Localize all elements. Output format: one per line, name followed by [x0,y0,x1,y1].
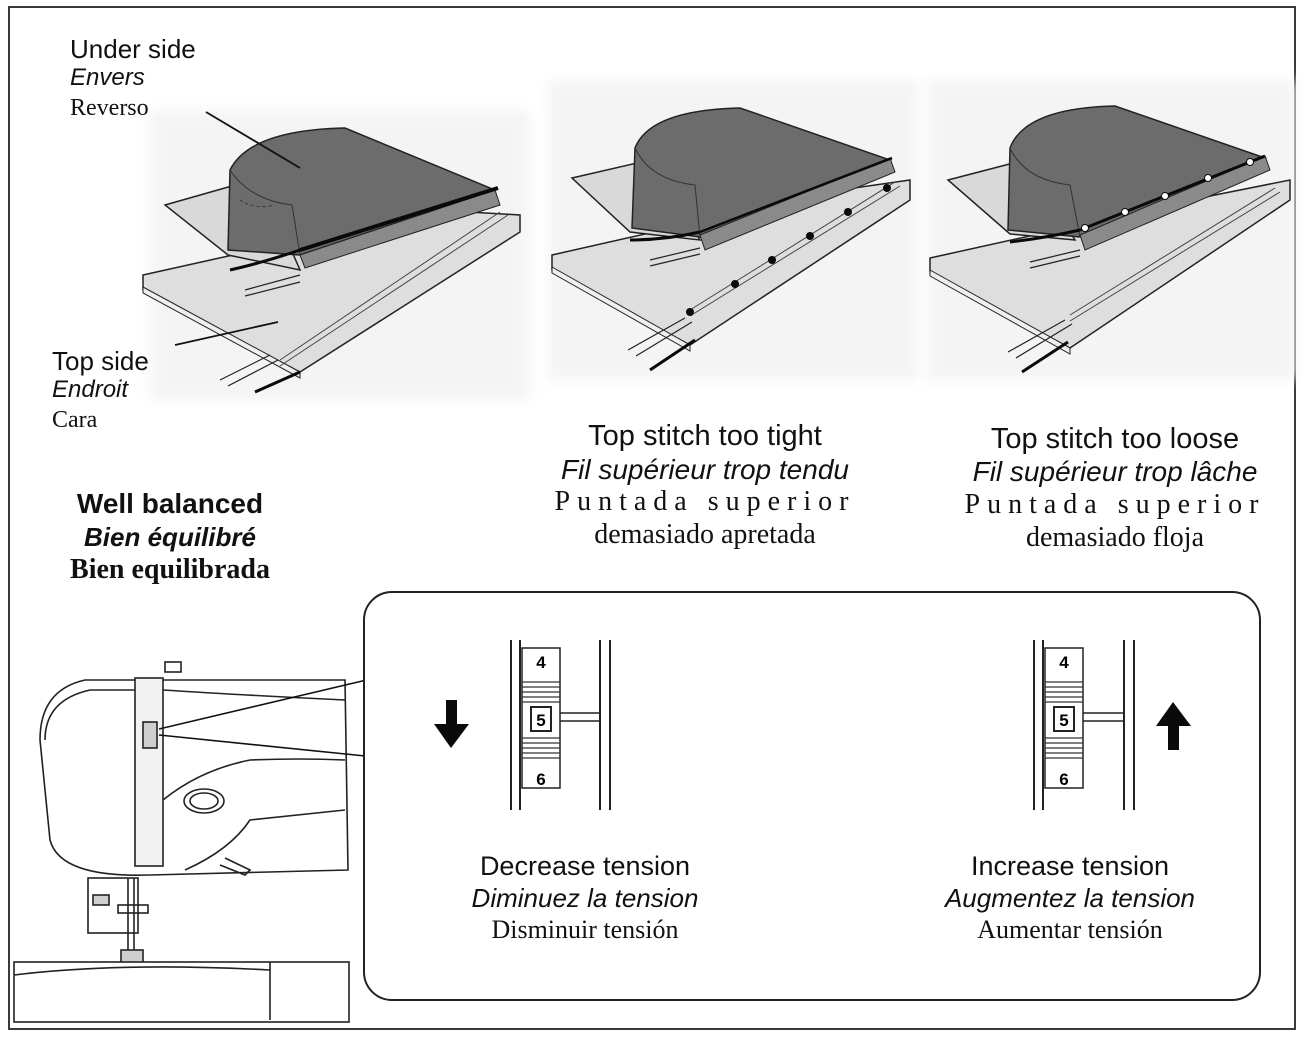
diagram-frame [8,6,1296,1030]
top-side-label-es: Cara [52,407,98,433]
too-loose-caption-fr: Fil supérieur trop lâche [972,456,1258,487]
decrease-tension-en: Decrease tension [479,851,691,881]
fabric-too-loose [929,105,1291,374]
decrease-tension-fr: Diminuez la tension [471,883,699,913]
dial-number-6: 6 [1059,770,1068,789]
dial-number-4: 4 [1059,653,1069,672]
well-balanced-caption-fr: Bien équilibré [84,522,256,552]
dial-number-6: 6 [536,770,545,789]
too-loose-caption-en: Top stitch too loose [990,423,1240,455]
too-tight-caption-fr: Fil supérieur trop tendu [561,454,849,485]
well-balanced-caption-es: Bien equilibrada [70,554,270,585]
top-side-label-fr: Endroit [52,376,129,403]
too-tight-caption-en: Top stitch too tight [588,420,822,452]
fabric-too-tight [551,107,911,372]
well-balanced-caption-en: Well balanced [76,488,264,519]
dial-number-4: 4 [536,653,546,672]
dial-number-5: 5 [1059,711,1068,730]
too-tight-caption-es-line1: Puntada superior [554,486,856,517]
under-side-label-es: Reverso [70,95,149,121]
too-tight-caption-es-line2: demasiado apretada [594,519,816,550]
sewing-machine [13,661,376,1023]
increase-tension-es: Aumentar tensión [977,915,1163,944]
tension-panel [363,591,1261,1001]
tension-dial-left: 4 5 6 [510,640,611,810]
arrow-up-icon [1156,702,1191,750]
too-loose-caption-es-line2: demasiado floja [1025,522,1205,553]
top-side-label-en: Top side [52,346,149,376]
tension-dial-right: 4 5 6 [1033,640,1135,810]
under-side-label-en: Under side [70,34,196,64]
under-side-label-fr: Envers [70,64,145,91]
increase-tension-en: Increase tension [970,851,1170,881]
too-loose-caption-es-line1: Puntada superior [964,489,1266,520]
decrease-tension-es: Disminuir tensión [491,915,679,944]
dial-number-5: 5 [536,711,545,730]
increase-tension-fr: Augmentez la tension [944,883,1196,913]
arrow-down-icon [434,700,469,748]
fabric-well-balanced [142,111,521,394]
